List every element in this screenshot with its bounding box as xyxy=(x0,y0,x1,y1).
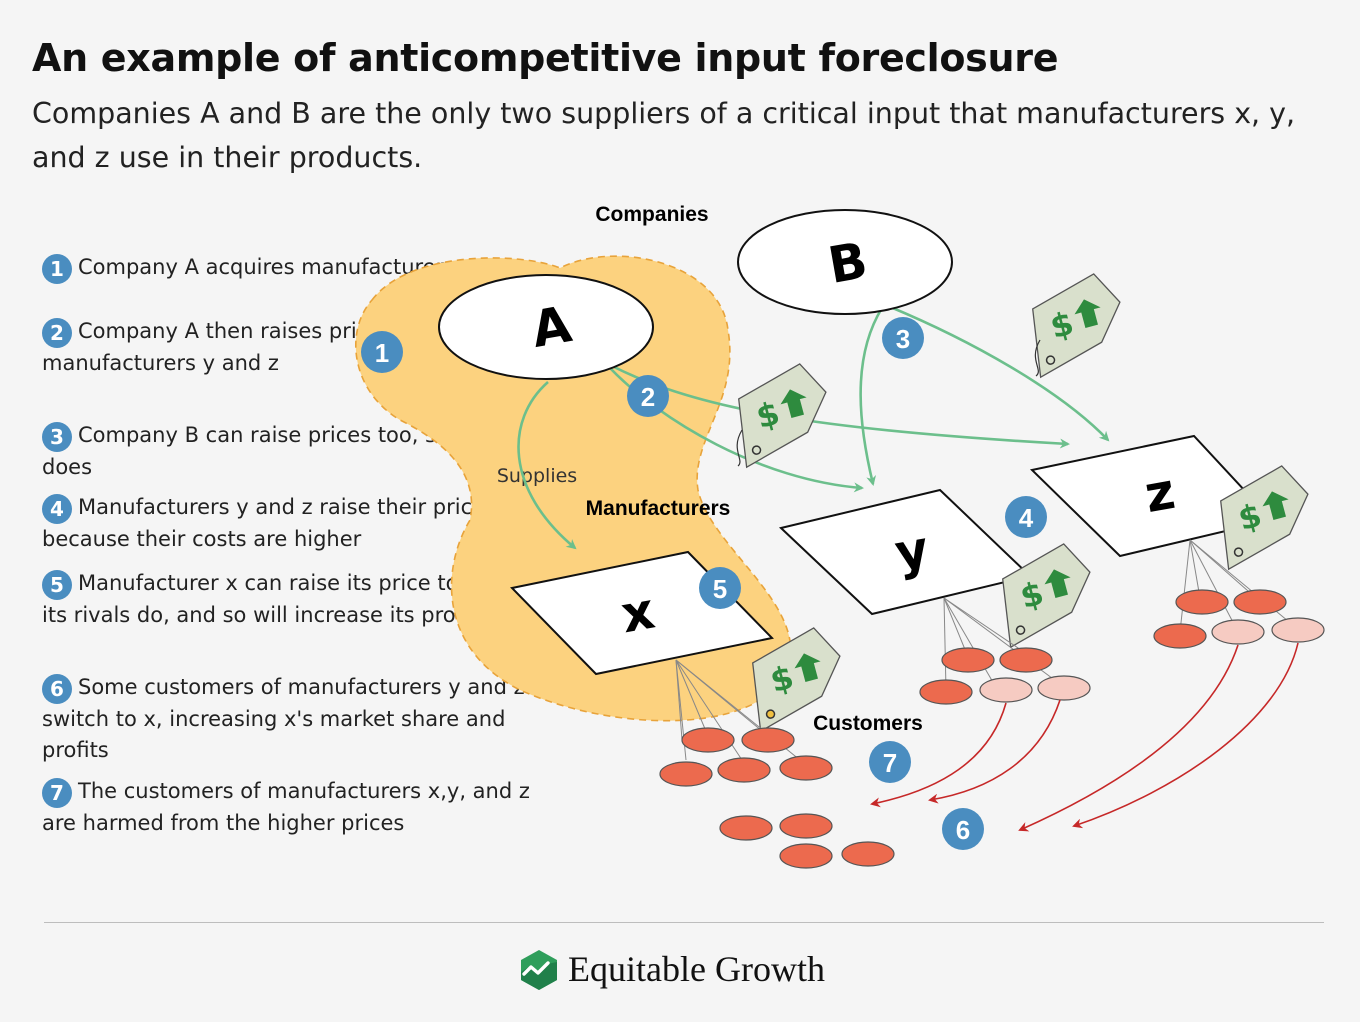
marker-3: 3 xyxy=(882,317,924,359)
switch-arrow xyxy=(1018,644,1239,832)
company-a-node xyxy=(438,274,654,380)
step-number: 1 xyxy=(42,254,72,284)
price-tag-icon: $ xyxy=(987,538,1105,648)
companies-label: Companies xyxy=(595,203,708,226)
manufacturers-label: Manufacturers xyxy=(586,497,731,520)
marker-4: 4 xyxy=(1005,496,1047,538)
svg-text:1: 1 xyxy=(375,338,389,368)
price-tag-icon: $ xyxy=(1017,268,1135,378)
step-text: Some customers of manufacturers y and z … xyxy=(42,675,525,762)
page-title: An example of anticompetitive input fore… xyxy=(32,36,1059,80)
step-text: Company A acquires manufacturer x xyxy=(78,255,464,279)
foreclosure-diagram: Companies Manufacturers Customers Suppli… xyxy=(354,203,1325,869)
svg-text:3: 3 xyxy=(896,324,910,354)
step-text: Manufacturers y and z raise their prices… xyxy=(42,495,496,551)
marker-5: 5 xyxy=(699,567,741,609)
company-b-node xyxy=(737,209,953,315)
marker-2: 2 xyxy=(627,375,669,417)
step-number: 6 xyxy=(42,674,72,704)
step-number: 3 xyxy=(42,422,72,452)
step-number: 7 xyxy=(42,778,72,808)
switch-arrow xyxy=(928,699,1061,804)
svg-text:6: 6 xyxy=(956,815,970,845)
supplies-label: Supplies xyxy=(497,465,577,487)
arrow-a-to-x xyxy=(517,381,577,550)
marker-1: 1 xyxy=(361,331,403,373)
brand-footer: Equitable Growth xyxy=(518,944,825,994)
svg-text:2: 2 xyxy=(641,382,655,412)
step-number: 2 xyxy=(42,318,72,348)
switch-arrow xyxy=(1072,642,1299,829)
svg-text:7: 7 xyxy=(883,748,897,778)
switch-arrow xyxy=(870,702,1007,808)
customers-label: Customers xyxy=(813,712,923,735)
svg-text:5: 5 xyxy=(713,574,727,604)
price-tag-icon: $ xyxy=(723,358,841,468)
price-tag-icon: $ xyxy=(1205,460,1323,570)
footer-divider xyxy=(44,922,1324,923)
page-subtitle: Companies A and B are the only two suppl… xyxy=(32,97,1296,174)
svg-text:4: 4 xyxy=(1019,503,1034,533)
customers-x xyxy=(659,727,895,869)
customers-z xyxy=(1153,589,1325,649)
arrow-b-to-z xyxy=(887,304,1110,442)
marker-6: 6 xyxy=(942,808,984,850)
step-text: The customers of manufacturers x,y, and … xyxy=(42,779,530,835)
brand-name: Equitable Growth xyxy=(568,949,825,989)
step-number: 5 xyxy=(42,570,72,600)
customers-y xyxy=(919,647,1091,705)
marker-7: 7 xyxy=(869,741,911,783)
step-number: 4 xyxy=(42,494,72,524)
equitable-growth-logo-icon xyxy=(521,950,557,990)
price-tag-icon: $ xyxy=(737,622,855,732)
arrow-b-to-y xyxy=(859,307,884,486)
